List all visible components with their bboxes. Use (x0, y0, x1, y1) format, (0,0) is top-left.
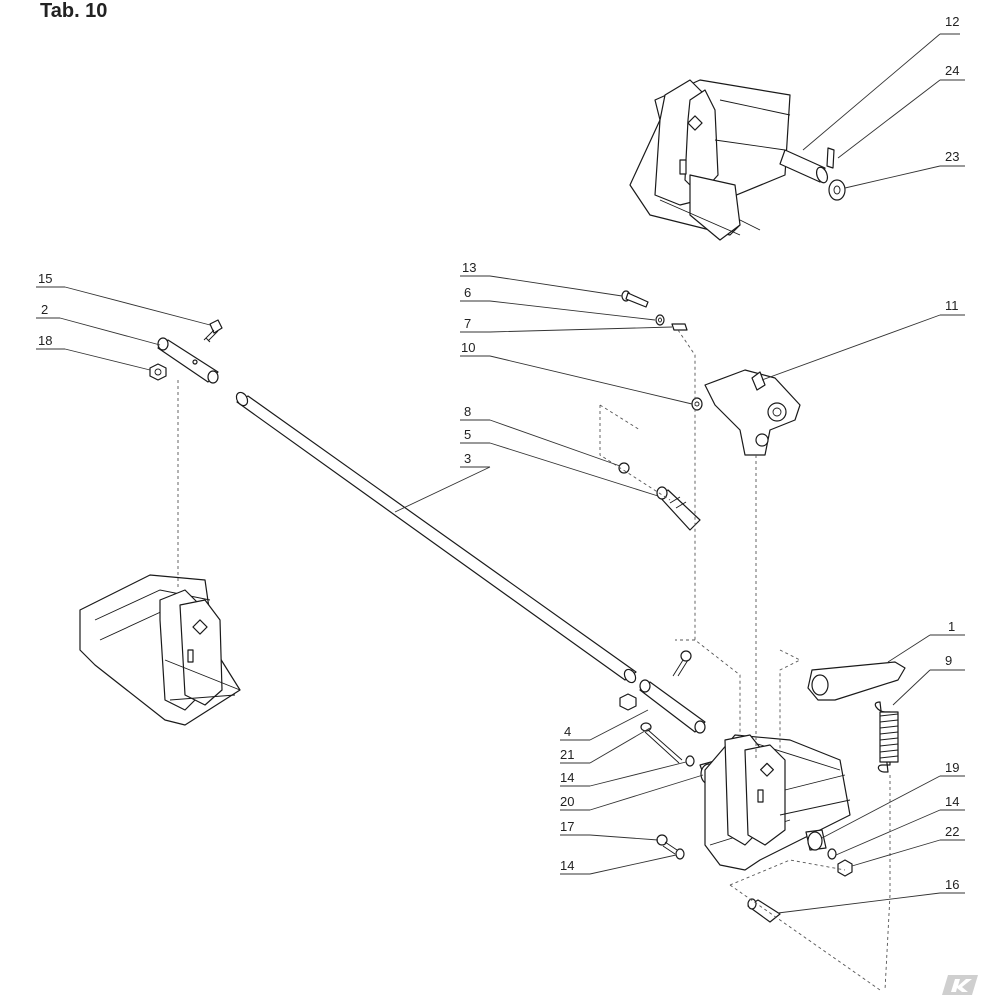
callout-labels: 12 24 23 15 2 18 13 6 7 10 11 8 5 3 1 9 … (38, 14, 959, 892)
washer-part-14-b (827, 848, 837, 860)
cotter-pin-part-24 (826, 147, 835, 169)
callout-8: 8 (464, 404, 471, 419)
shaft-part-3 (235, 391, 637, 684)
callout-5: 5 (464, 427, 471, 442)
brand-logo (942, 975, 978, 995)
sleeve-part-4 (639, 679, 706, 734)
callout-15: 15 (38, 271, 52, 286)
callout-21: 21 (560, 747, 574, 762)
page-title: Tab. 10 (40, 0, 108, 22)
callout-3: 3 (464, 451, 471, 466)
pin-part-16 (747, 898, 781, 923)
nut-part-18 (149, 363, 167, 381)
washer-part-6 (655, 314, 665, 326)
callout-23: 23 (945, 149, 959, 164)
callout-24: 24 (945, 63, 959, 78)
spring-part-9 (874, 701, 899, 773)
washer-part-23 (828, 179, 846, 201)
callout-11: 11 (945, 298, 959, 313)
bolt-part-17 (656, 834, 678, 855)
callout-14-c: 14 (560, 858, 574, 873)
rod-end-part-5 (656, 486, 701, 531)
callout-22: 22 (945, 824, 959, 839)
left-bracket-assembly (79, 574, 241, 726)
callout-14-b: 14 (945, 794, 959, 809)
bushing-part-19 (805, 829, 827, 851)
callout-12: 12 (945, 14, 959, 29)
callout-2: 2 (41, 302, 48, 317)
nut-part-8 (618, 462, 630, 474)
callout-17: 17 (560, 819, 574, 834)
callout-18: 18 (38, 333, 52, 348)
callout-16: 16 (945, 877, 959, 892)
callout-19: 19 (945, 760, 959, 775)
pin-part-12 (779, 149, 829, 184)
bolt-top-part-4 (672, 650, 692, 677)
bolt-part-13 (621, 290, 649, 308)
leader-lines (36, 33, 965, 914)
callout-1: 1 (948, 619, 955, 634)
sleeve-part-2 (157, 337, 219, 384)
callout-13: 13 (462, 260, 476, 275)
callout-20: 20 (560, 794, 574, 809)
nut-part-4-side (619, 693, 637, 711)
bottom-bracket-assembly (704, 734, 851, 871)
bolt-part-15 (203, 319, 223, 343)
callout-7: 7 (464, 316, 471, 331)
assembly-dashed-lines (177, 329, 891, 991)
spacer-part-7 (671, 323, 688, 331)
callout-14-a: 14 (560, 770, 574, 785)
bolt-part-21 (640, 722, 683, 764)
washer-part-14-a (685, 755, 695, 767)
bushing-part-10 (691, 397, 703, 411)
lever-bracket-part-11 (704, 369, 801, 456)
nut-part-22 (837, 859, 853, 877)
top-bracket-assembly (629, 79, 791, 241)
callout-6: 6 (464, 285, 471, 300)
callout-9: 9 (945, 653, 952, 668)
lever-arm-part-1 (807, 661, 906, 701)
callout-10: 10 (461, 340, 475, 355)
washer-part-14-c (675, 848, 685, 860)
callout-4: 4 (564, 724, 571, 739)
